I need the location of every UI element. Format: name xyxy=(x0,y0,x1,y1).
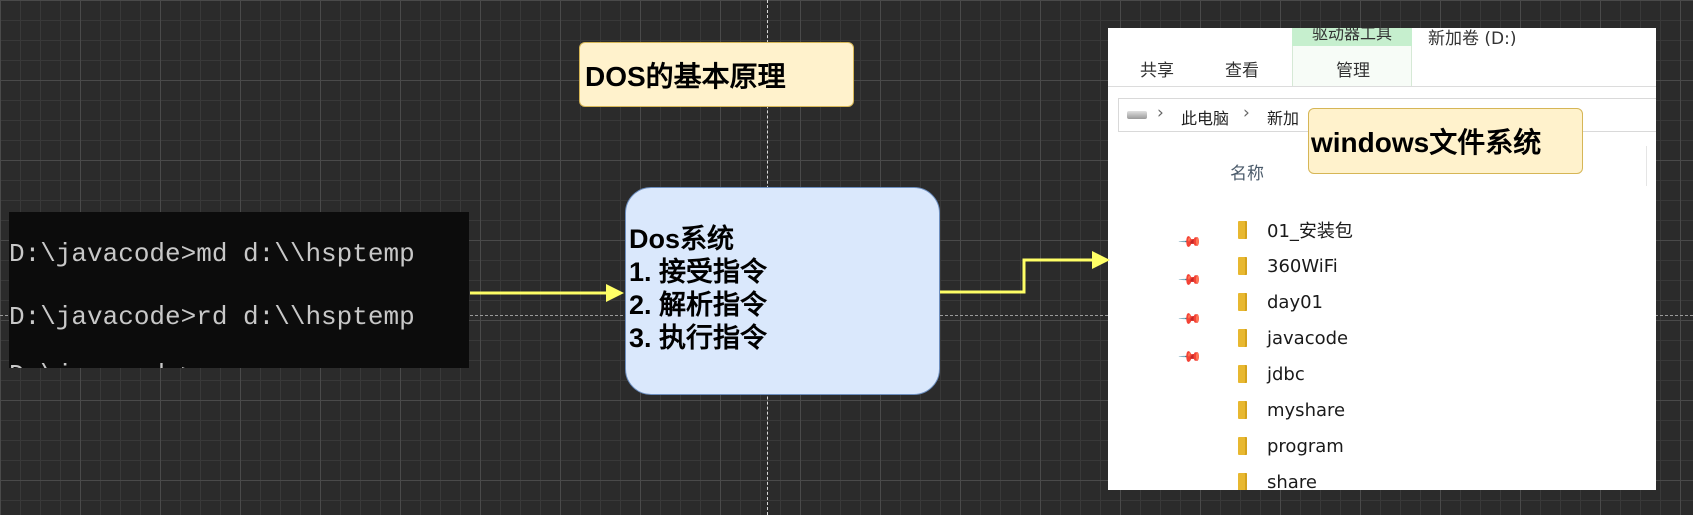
drive-icon xyxy=(1127,111,1147,119)
tab-share[interactable]: 共享 xyxy=(1140,61,1174,81)
terminal-line: D:\javacode>rd d:\\hsptemp xyxy=(9,302,415,332)
folder-row[interactable]: myshare xyxy=(1238,395,1345,425)
arrow-terminal-to-dos[interactable] xyxy=(470,284,624,302)
chevron-right-icon[interactable]: › xyxy=(1157,103,1164,123)
folder-icon xyxy=(1238,329,1247,347)
arrow-dos-to-filesystem[interactable] xyxy=(940,251,1110,294)
folder-name: myshare xyxy=(1267,399,1346,421)
folder-row[interactable]: program xyxy=(1238,431,1344,461)
dos-system-box[interactable]: Dos系统 1. 接受指令 2. 解析指令 3. 执行指令 xyxy=(625,187,940,395)
column-divider[interactable] xyxy=(1646,146,1647,186)
folder-name: jdbc xyxy=(1267,363,1305,385)
terminal-line: D:\javacode> xyxy=(9,360,196,368)
diagram-title[interactable]: DOS的基本原理 xyxy=(579,42,854,107)
filesystem-label-text: windows文件系统 xyxy=(1311,127,1542,158)
folder-icon xyxy=(1238,221,1247,239)
ribbon-context-group: 驱动器工具 xyxy=(1292,28,1412,46)
dos-step: 3. 执行指令 xyxy=(629,323,768,353)
folder-icon xyxy=(1238,293,1247,311)
folder-name: javacode xyxy=(1267,327,1349,349)
folder-row[interactable]: jdbc xyxy=(1238,359,1305,389)
folder-icon xyxy=(1238,257,1247,275)
terminal-window[interactable]: D:\javacode>md d:\\hsptemp D:\javacode>r… xyxy=(9,212,469,368)
file-explorer-window: 驱动器工具 新加卷 (D:) 共享 查看 管理 › 此电脑 › 新加 名称 📌 … xyxy=(1108,28,1656,490)
dos-step: 2. 解析指令 xyxy=(629,290,768,320)
dos-step: 1. 接受指令 xyxy=(629,257,768,287)
folder-name: 360WiFi xyxy=(1267,255,1338,277)
folder-name: share xyxy=(1267,471,1317,491)
tab-manage[interactable]: 管理 xyxy=(1336,61,1370,81)
terminal-line: D:\javacode>md d:\\hsptemp xyxy=(9,239,415,269)
breadcrumb-drive[interactable]: 新加 xyxy=(1267,109,1300,128)
folder-row[interactable]: 01_安装包 xyxy=(1238,215,1353,245)
folder-name: program xyxy=(1267,435,1344,457)
folder-icon xyxy=(1238,437,1247,455)
ribbon-context-tab-bg xyxy=(1292,46,1412,86)
filesystem-label[interactable]: windows文件系统 xyxy=(1308,108,1583,174)
dos-box-heading: Dos系统 xyxy=(629,224,735,254)
window-title: 新加卷 (D:) xyxy=(1428,29,1517,49)
column-header-name[interactable]: 名称 xyxy=(1230,164,1264,184)
folder-name: 01_安装包 xyxy=(1267,221,1353,242)
diagram-title-text: DOS的基本原理 xyxy=(585,60,786,92)
folder-row[interactable]: javacode xyxy=(1238,323,1348,353)
folder-icon xyxy=(1238,365,1247,383)
folder-row[interactable]: day01 xyxy=(1238,287,1323,317)
folder-icon xyxy=(1238,473,1247,490)
tab-view[interactable]: 查看 xyxy=(1225,61,1259,81)
chevron-right-icon[interactable]: › xyxy=(1243,103,1250,123)
folder-row[interactable]: 360WiFi xyxy=(1238,251,1338,281)
ribbon-divider xyxy=(1108,86,1656,87)
folder-row[interactable]: share xyxy=(1238,467,1317,490)
folder-name: day01 xyxy=(1267,291,1324,313)
breadcrumb-this-pc[interactable]: 此电脑 xyxy=(1181,109,1230,128)
folder-icon xyxy=(1238,401,1247,419)
